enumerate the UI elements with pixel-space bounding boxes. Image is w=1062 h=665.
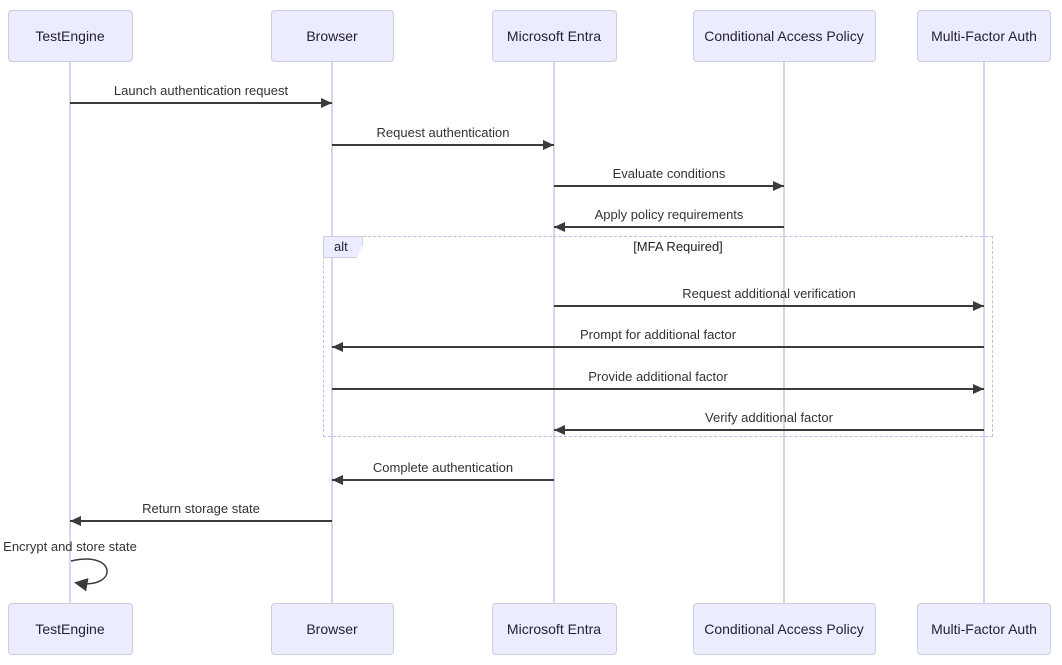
message-line [554, 185, 784, 187]
message-line [332, 144, 554, 146]
message-arrowhead [773, 180, 784, 191]
message-line [554, 429, 984, 431]
lifeline-cap [783, 62, 785, 603]
message-arrowhead [70, 515, 81, 526]
message-label: Prompt for additional factor [579, 327, 737, 342]
lifeline-entra [553, 62, 555, 603]
message-label: Launch authentication request [113, 83, 289, 98]
message-label: Provide additional factor [588, 369, 728, 384]
message-label: Request authentication [376, 125, 510, 140]
self-loop-arrow [70, 558, 108, 592]
message-arrowhead [321, 97, 332, 108]
message-arrowhead [332, 341, 343, 352]
message-label: Complete authentication [372, 460, 514, 475]
actor-bottom-browser: Browser [270, 603, 394, 655]
message-line [332, 346, 984, 348]
actor-bottom-testengine: TestEngine [7, 603, 133, 655]
message-line [554, 226, 784, 228]
message-arrowhead [543, 139, 554, 150]
actor-bottom-mfa: Multi-Factor Auth [917, 603, 1051, 655]
message-arrowhead [973, 383, 984, 394]
message-label: Evaluate conditions [612, 166, 726, 181]
message-line [554, 305, 984, 307]
message-arrowhead [554, 424, 565, 435]
message-arrowhead [973, 300, 984, 311]
actor-top-entra: Microsoft Entra [491, 10, 617, 62]
message-arrowhead [554, 221, 565, 232]
alt-frame-condition: [MFA Required] [633, 239, 723, 254]
lifeline-browser [331, 62, 333, 603]
actor-top-cap: Conditional Access Policy [692, 10, 876, 62]
message-label: Apply policy requirements [594, 207, 744, 222]
actor-bottom-cap: Conditional Access Policy [692, 603, 876, 655]
message-line [70, 102, 332, 104]
lifeline-testengine [69, 62, 71, 603]
message-line [332, 479, 554, 481]
message-label: Verify additional factor [705, 410, 833, 425]
message-line [332, 388, 984, 390]
actor-top-testengine: TestEngine [7, 10, 133, 62]
message-label: Return storage state [142, 501, 260, 516]
message-label: Request additional verification [682, 286, 856, 301]
self-message-label: Encrypt and store state [3, 539, 137, 554]
lifeline-mfa [983, 62, 985, 603]
alt-frame-type-label: alt [323, 236, 363, 258]
actor-bottom-entra: Microsoft Entra [491, 603, 617, 655]
alt-frame [323, 236, 993, 437]
message-arrowhead [332, 474, 343, 485]
actor-top-mfa: Multi-Factor Auth [917, 10, 1051, 62]
message-line [70, 520, 332, 522]
actor-top-browser: Browser [270, 10, 394, 62]
